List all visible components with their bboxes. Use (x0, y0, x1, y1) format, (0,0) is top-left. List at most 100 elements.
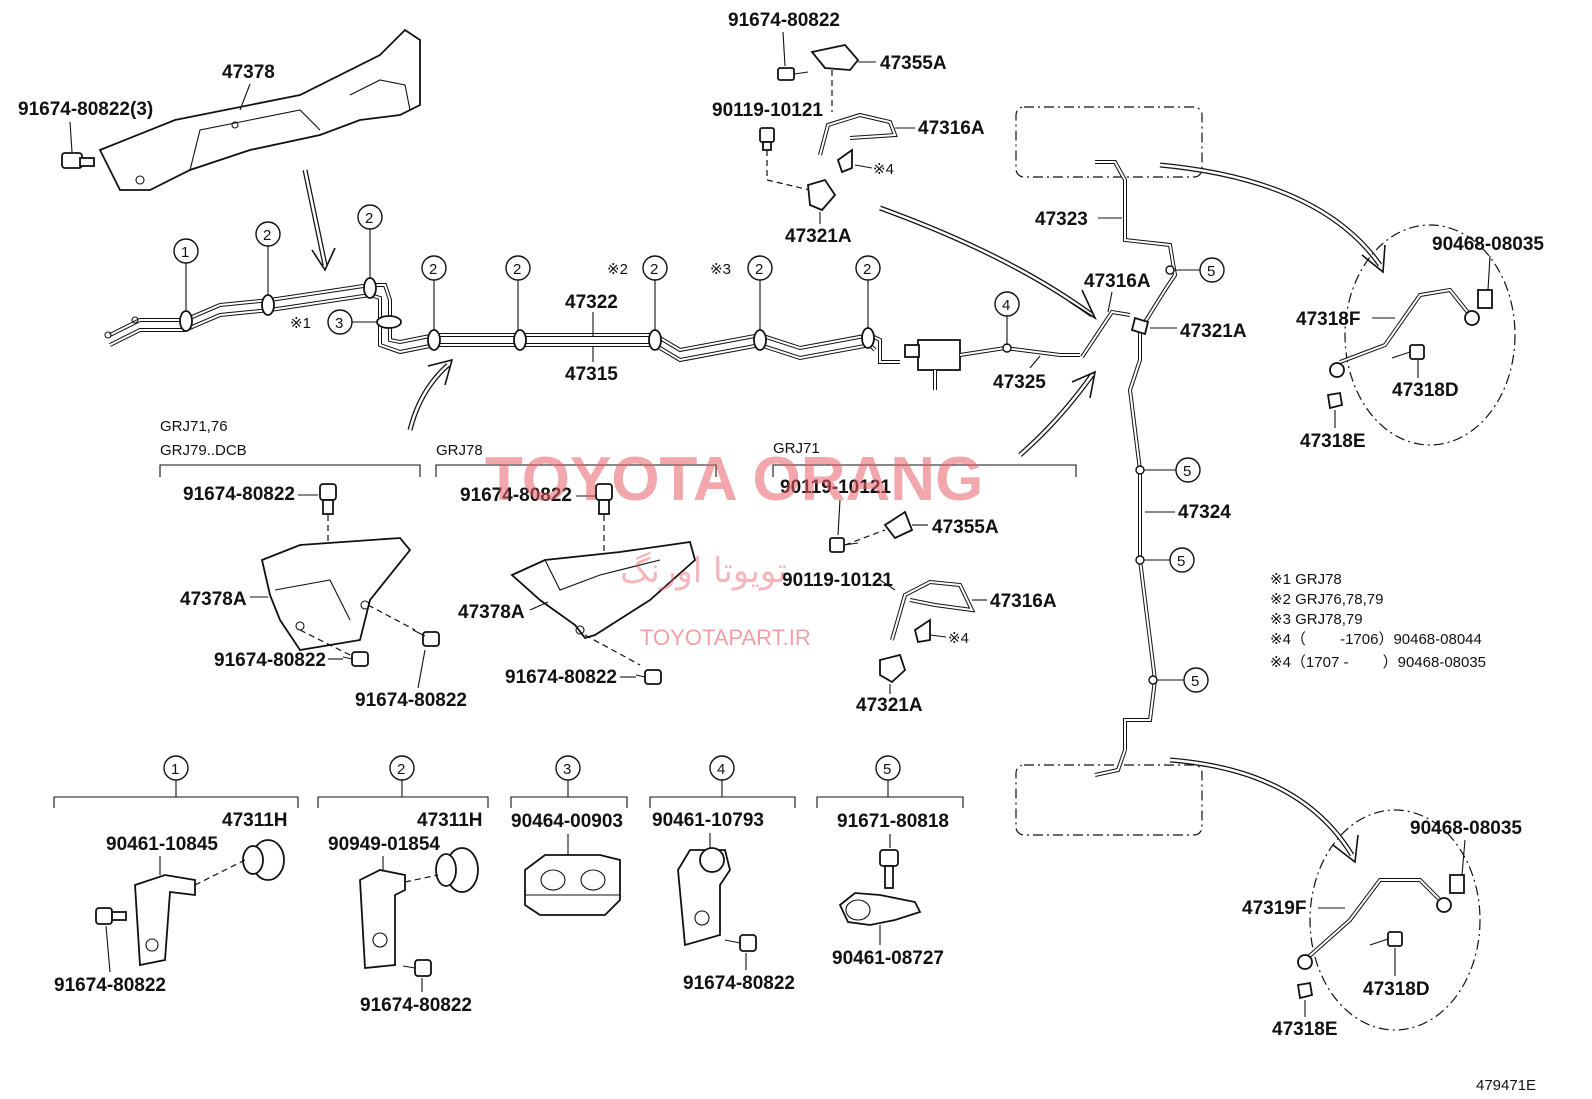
watermark-main: TOYOTA ORANG (485, 445, 983, 514)
label-91674-80822-top: 91674-80822 (728, 10, 840, 31)
bolt-icon (342, 651, 369, 667)
kit3-bracket (510, 796, 628, 808)
label-47318D-upper: 47318D (1392, 380, 1459, 401)
label-b-bolt1: 91674-80822 (460, 485, 572, 506)
note-line: ※2 GRJ76,78,79 (1270, 591, 1383, 608)
label-a-bolt1: 91674-80822 (183, 484, 295, 505)
label-47322: 47322 (565, 292, 618, 313)
label-a-bolt3: 91674-80822 (355, 690, 467, 711)
label-c-90119-b: 90119-10121 (782, 570, 893, 591)
label-k5-91671-80818: 91671-80818 (837, 811, 949, 832)
note-line: ※3 GRJ78,79 (1270, 611, 1363, 628)
label-47324: 47324 (1178, 502, 1231, 523)
label-k1-90461-10845: 90461-10845 (106, 834, 218, 855)
label-c-47321A: 47321A (856, 695, 923, 716)
note-line: ※1 GRJ78 (1270, 571, 1342, 588)
valve-block (904, 339, 1080, 390)
label-90468-08035-lower: 90468-08035 (1410, 818, 1522, 839)
label-47318E-lower: 47318E (1272, 1019, 1338, 1040)
cover-47378 (98, 28, 421, 191)
detail-upper-hose (1344, 224, 1516, 446)
note-line: ※4（1707 - ）90468-08035 (1270, 654, 1486, 671)
group-b-bracket (435, 464, 717, 477)
svg-text:5: 5 (1183, 463, 1191, 480)
notes-block: ※1 GRJ78 ※2 GRJ76,78,79 ※3 GRJ78,79 ※4（ … (1270, 571, 1486, 671)
group-b-title: GRJ78 (436, 442, 483, 459)
note2-marker: ※2 (607, 261, 628, 278)
bolt-icon (879, 849, 899, 889)
svg-text:2: 2 (755, 261, 763, 278)
label-47315: 47315 (565, 364, 618, 385)
label-47323: 47323 (1035, 209, 1088, 230)
svg-text:2: 2 (650, 261, 658, 278)
bolt-icon (777, 67, 809, 81)
bolt-icon (1369, 931, 1403, 947)
clip-icon (435, 847, 479, 893)
svg-text:5: 5 (1207, 263, 1215, 280)
label-47318F: 47318F (1296, 309, 1360, 330)
svg-text:3: 3 (335, 315, 343, 332)
bracket-icon (677, 847, 731, 947)
svg-text:4: 4 (717, 761, 725, 778)
note-line: ※4（ -1706）90468-08044 (1270, 631, 1482, 648)
label-47321A-mid: 47321A (1180, 321, 1247, 342)
label-47316A-top: 47316A (918, 118, 985, 139)
svg-text:2: 2 (263, 227, 271, 244)
svg-text:2: 2 (513, 261, 521, 278)
label-47318E-upper: 47318E (1300, 431, 1366, 452)
bolt-icon (595, 483, 613, 515)
svg-text:3: 3 (563, 761, 571, 778)
bolt-icon (319, 483, 337, 515)
kit5-bracket (816, 796, 964, 808)
label-47321A-top: 47321A (785, 226, 852, 247)
bolt-icon (829, 537, 859, 553)
label-90468-08035-upper: 90468-08035 (1432, 234, 1544, 255)
svg-text:5: 5 (1191, 673, 1199, 690)
group-a-title-2: GRJ79..DCB (160, 442, 247, 459)
brake-line-47322-47315 (104, 283, 900, 364)
label-47355A-top: 47355A (880, 53, 947, 74)
svg-text:2: 2 (365, 210, 373, 227)
bolt-icon (759, 127, 775, 151)
label-47325: 47325 (993, 372, 1046, 393)
figure-code: 479471E (1476, 1077, 1536, 1094)
bolt-icon (635, 669, 662, 685)
callout-circles-main: 1 2 2 3 ※1 2 2 2 ※2 2 ※3 2 (173, 204, 881, 335)
label-90119-10121-top: 90119-10121 (712, 100, 823, 121)
bolt-icon (61, 152, 95, 169)
clamp-icon (524, 854, 621, 916)
bolt-icon (95, 907, 127, 925)
label-k4-bolt: 91674-80822 (683, 973, 795, 994)
label-k2-90949-01854: 90949-01854 (328, 834, 440, 855)
label-a-47378A: 47378A (180, 589, 247, 610)
bolt-icon (724, 934, 757, 952)
label-k2-bolt: 91674-80822 (360, 995, 472, 1016)
note4-c: ※4 (948, 630, 969, 647)
svg-text:2: 2 (863, 261, 871, 278)
svg-text:5: 5 (883, 761, 891, 778)
label-b-bolt2: 91674-80822 (505, 667, 617, 688)
group-c-bracket (772, 464, 1077, 477)
kit1-bracket (53, 796, 299, 808)
kit4-bracket (649, 796, 796, 808)
group-a-bracket (159, 464, 421, 477)
svg-text:5: 5 (1177, 553, 1185, 570)
label-47316A-mid: 47316A (1084, 271, 1151, 292)
watermark-url: TOYOTAPART.IR (640, 625, 811, 650)
label-k1-47311H: 47311H (222, 810, 288, 831)
bolt-icon (1391, 344, 1425, 360)
note1-marker: ※1 (290, 315, 311, 332)
bolt-icon (412, 629, 440, 647)
label-47319F: 47319F (1242, 898, 1306, 919)
label-k4-90461-10793: 90461-10793 (652, 810, 764, 831)
label-bolt-91674-80822-x3: 91674-80822(3) (18, 99, 153, 120)
kit2-bracket (317, 796, 489, 808)
label-k1-bolt: 91674-80822 (54, 975, 166, 996)
frame-bottom-right (1015, 764, 1203, 836)
svg-text:2: 2 (397, 761, 405, 778)
watermark-persian: تویوتا اورنگ (620, 551, 787, 591)
label-c-47355A: 47355A (932, 517, 999, 538)
svg-text:1: 1 (171, 761, 179, 778)
clamp-icon (838, 892, 922, 926)
